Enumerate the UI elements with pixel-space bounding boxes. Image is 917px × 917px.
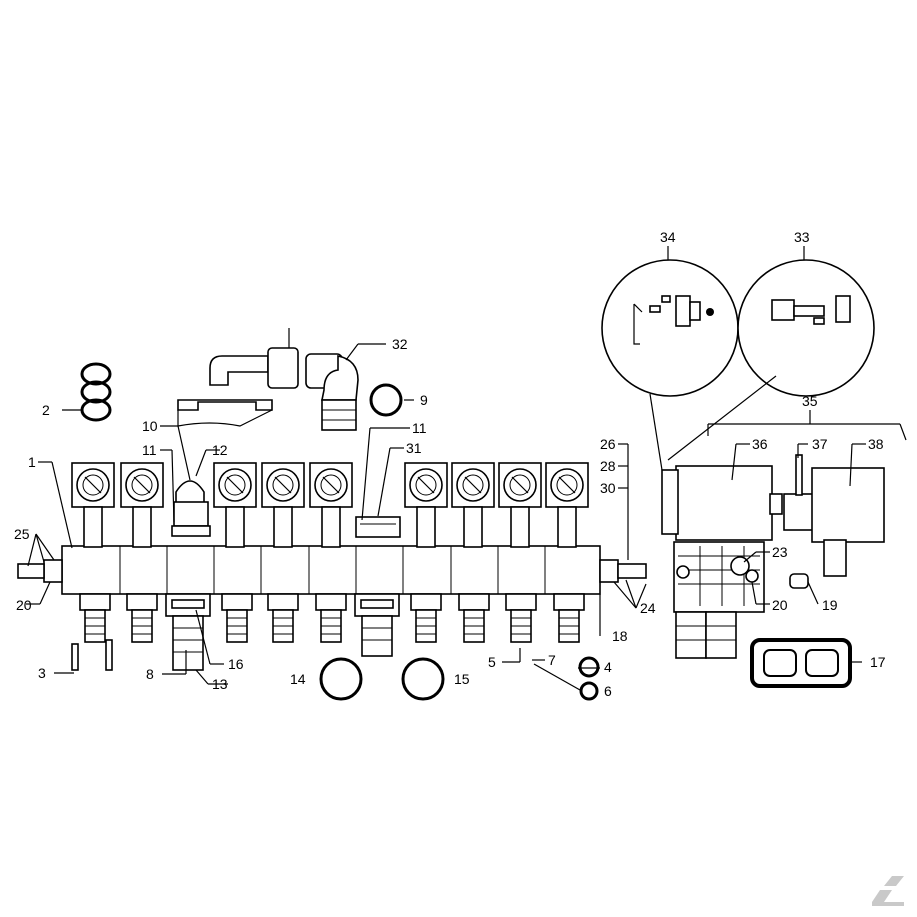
seal-2 [80, 362, 112, 422]
callout-31: 31 [406, 440, 422, 456]
valve-head [498, 462, 542, 548]
hose-outlet [458, 593, 490, 643]
hose-outlet [221, 593, 253, 643]
callout-7: 7 [548, 652, 556, 668]
callout-6: 6 [604, 683, 612, 699]
callout-30: 30 [600, 480, 616, 496]
callout-20a: 20 [16, 597, 32, 613]
detail-circle-34 [601, 259, 739, 397]
callout-26: 26 [600, 436, 616, 452]
callout-17: 17 [870, 654, 886, 670]
o-ring-9 [369, 383, 403, 417]
valve-head [213, 462, 257, 548]
callout-3: 3 [38, 665, 46, 681]
callout-11a: 11 [142, 442, 157, 458]
hose-outlet [505, 593, 537, 643]
callout-19: 19 [822, 597, 838, 613]
o-ring-15 [401, 657, 445, 701]
logo-mark [872, 876, 904, 906]
callout-1: 1 [28, 454, 36, 470]
elbow-assembly-32 [177, 328, 359, 431]
hose-outlet [267, 593, 299, 643]
large-hose-15 [354, 593, 400, 657]
callout-4: 4 [604, 659, 612, 675]
callout-20b: 20 [772, 597, 788, 613]
callout-32: 32 [392, 336, 408, 352]
callout-5: 5 [488, 654, 496, 670]
o-ring-6 [579, 681, 599, 701]
large-hose-13 [165, 593, 211, 671]
callout-38: 38 [868, 436, 884, 452]
bypass-loop [171, 480, 211, 537]
hose-outlet [553, 593, 585, 643]
o-ring-14 [319, 657, 363, 701]
valve-head [261, 462, 305, 548]
valve-head [309, 462, 353, 548]
callout-9: 9 [420, 392, 428, 408]
end-cover-31 [355, 516, 401, 538]
callout-18: 18 [612, 628, 628, 644]
callout-36: 36 [752, 436, 768, 452]
gasket-17 [750, 638, 852, 688]
callout-16: 16 [228, 656, 244, 672]
callout-12: 12 [212, 442, 228, 458]
valve-head [545, 462, 589, 548]
end-fittings [17, 559, 647, 671]
callout-14: 14 [290, 671, 306, 687]
callout-24: 24 [640, 600, 656, 616]
callout-33: 33 [794, 229, 810, 245]
hose-outlet [410, 593, 442, 643]
valve-heads [71, 462, 589, 548]
valve-head [404, 462, 448, 548]
callout-23: 23 [772, 544, 788, 560]
callout-35: 35 [802, 393, 818, 409]
o-ring-4 [578, 656, 600, 678]
callout-11b: 11 [412, 420, 427, 436]
callout-15: 15 [454, 671, 470, 687]
callout-37: 37 [812, 436, 828, 452]
outlet-hoses [79, 593, 585, 671]
callout-labels: 1 2 3 4 5 6 7 8 9 10 11 11 12 13 14 15 1… [14, 229, 886, 699]
valve-head [71, 462, 115, 548]
hose-outlet [79, 593, 111, 643]
callout-34: 34 [660, 229, 676, 245]
control-valve-assembly [661, 454, 885, 659]
leader-lines [26, 246, 907, 691]
callout-13: 13 [212, 676, 228, 692]
callout-8: 8 [146, 666, 154, 682]
manifold-body [61, 545, 601, 595]
callout-2: 2 [42, 402, 50, 418]
callout-25: 25 [14, 526, 30, 542]
valve-head [451, 462, 495, 548]
callout-28: 28 [600, 458, 616, 474]
hose-outlet [315, 593, 347, 643]
valve-head [120, 462, 164, 548]
callout-10: 10 [142, 418, 158, 434]
hose-outlet [126, 593, 158, 643]
detail-circle-33 [737, 259, 875, 397]
